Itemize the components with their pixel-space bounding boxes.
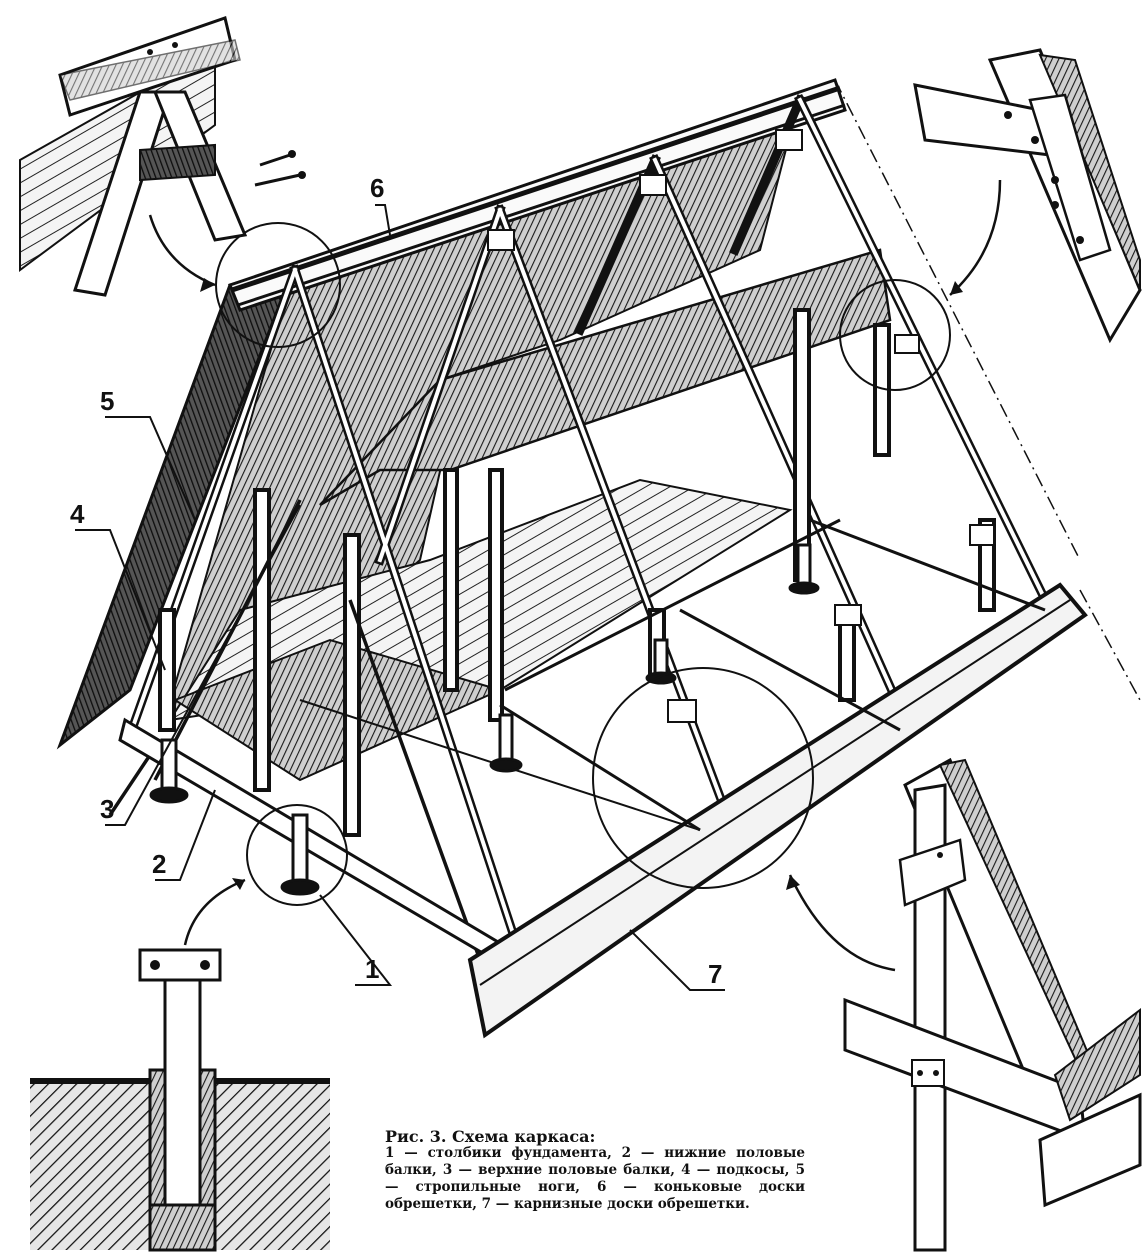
figure-caption: Рис. 3. Схема каркаса: 1 — столбики фунд… xyxy=(385,1128,805,1213)
callout-label-5: 5 xyxy=(100,386,114,416)
detail-top-right-joint xyxy=(913,48,1142,344)
rafter-legs-inner xyxy=(127,97,1058,973)
callout-label-1: 1 xyxy=(365,954,379,984)
joint-plates xyxy=(487,129,995,723)
bottom-frame xyxy=(118,518,1088,1039)
guide-lines xyxy=(834,79,1141,701)
callout-label-7: 7 xyxy=(708,959,722,989)
callout-label-6: 6 xyxy=(370,173,384,203)
caption-title: Рис. 3. Схема каркаса: xyxy=(385,1127,596,1146)
callout-label-4: 4 xyxy=(70,499,85,529)
callout-label-3: 3 xyxy=(100,794,114,824)
detail-circles xyxy=(215,222,951,906)
detail-bottom-right-joint xyxy=(843,757,1142,1252)
leader-lines xyxy=(75,204,725,991)
detail-foundation-section xyxy=(30,948,330,1252)
arrow-heads xyxy=(200,278,963,890)
caption-legend: 1 — столбики фундамента, 2 — нижние поло… xyxy=(385,1145,805,1212)
detail-ridge-joint xyxy=(19,16,306,297)
callout-label-2: 2 xyxy=(152,849,166,879)
